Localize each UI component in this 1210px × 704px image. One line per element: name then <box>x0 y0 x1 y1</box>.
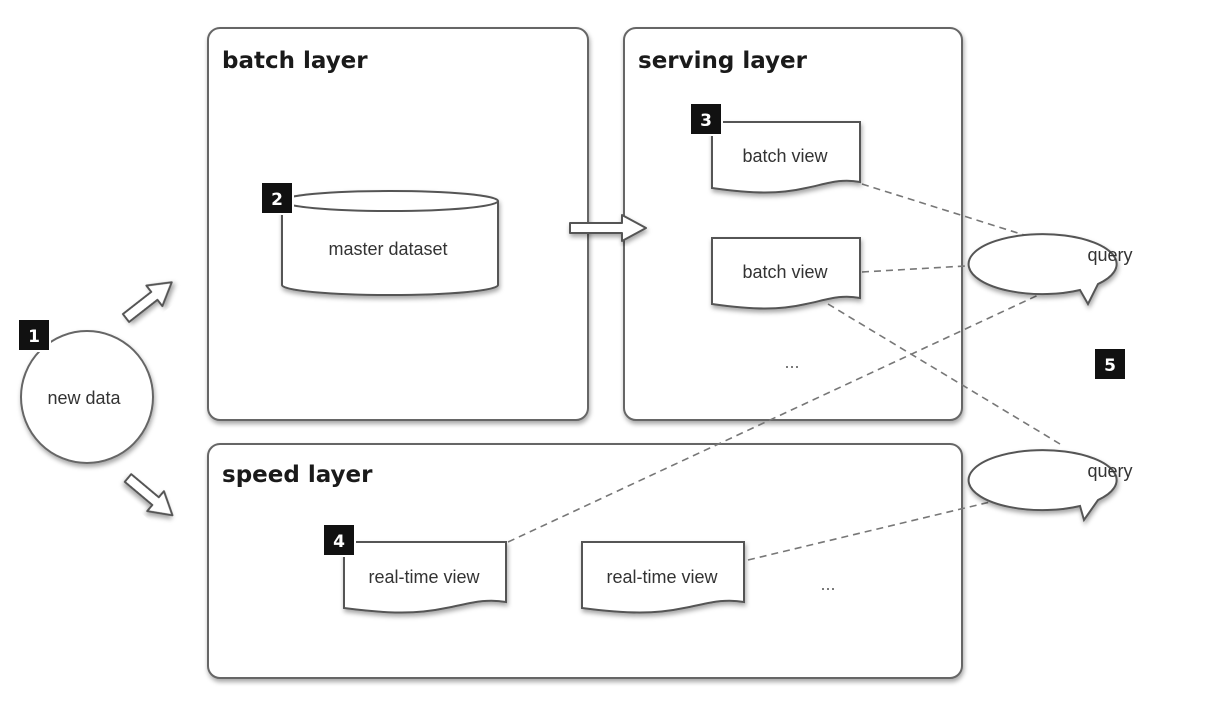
query-1-bubble <box>967 233 1118 307</box>
realtime-view-2: real-time view <box>581 541 745 614</box>
new-data-label: new data <box>47 388 121 408</box>
badge-2: 2 <box>260 181 294 215</box>
speed-more-ellipsis: ... <box>820 574 835 594</box>
query-2-bubble <box>967 449 1118 523</box>
svg-text:2: 2 <box>271 190 283 210</box>
connector-batch-view-2-query-1 <box>861 261 1035 273</box>
speed-layer-title: speed layer <box>222 462 373 488</box>
realtime-view-1-label: real-time view <box>368 567 480 587</box>
arrow-new-data-to-speed <box>123 473 174 517</box>
badge-4: 4 <box>322 523 356 557</box>
batch-view-2-label: batch view <box>742 262 828 282</box>
arrow-batch-to-serving <box>569 214 647 242</box>
serving-layer-title: serving layer <box>638 48 808 74</box>
svg-text:3: 3 <box>700 111 712 131</box>
new-data-node: new data <box>20 330 154 464</box>
batch-view-1: batch view <box>711 121 861 194</box>
realtime-view-2-label: real-time view <box>606 567 718 587</box>
connector-realtime-view-1-query-1 <box>507 283 1063 543</box>
svg-text:4: 4 <box>333 532 345 552</box>
batch-view-1-label: batch view <box>742 146 828 166</box>
query-connectors <box>507 183 1063 561</box>
arrow-new-data-to-batch <box>121 281 173 323</box>
serving-more-ellipsis: ... <box>784 352 799 372</box>
svg-text:1: 1 <box>28 327 40 347</box>
svg-text:5: 5 <box>1104 356 1116 376</box>
query-2-label: query <box>1087 461 1132 481</box>
query-1-label: query <box>1087 245 1132 265</box>
badge-1: 1 <box>17 318 51 352</box>
master-dataset-node <box>281 190 499 296</box>
batch-layer-title: batch layer <box>222 48 368 74</box>
badge-3: 3 <box>689 102 723 136</box>
realtime-view-1: real-time view <box>343 541 507 614</box>
batch-view-2: batch view <box>711 237 861 310</box>
connector-realtime-view-2-query-2 <box>747 489 1041 561</box>
connector-batch-view-2-query-2 <box>827 303 1061 445</box>
badge-5: 5 <box>1093 347 1127 381</box>
master-dataset-label: master dataset <box>328 239 447 259</box>
